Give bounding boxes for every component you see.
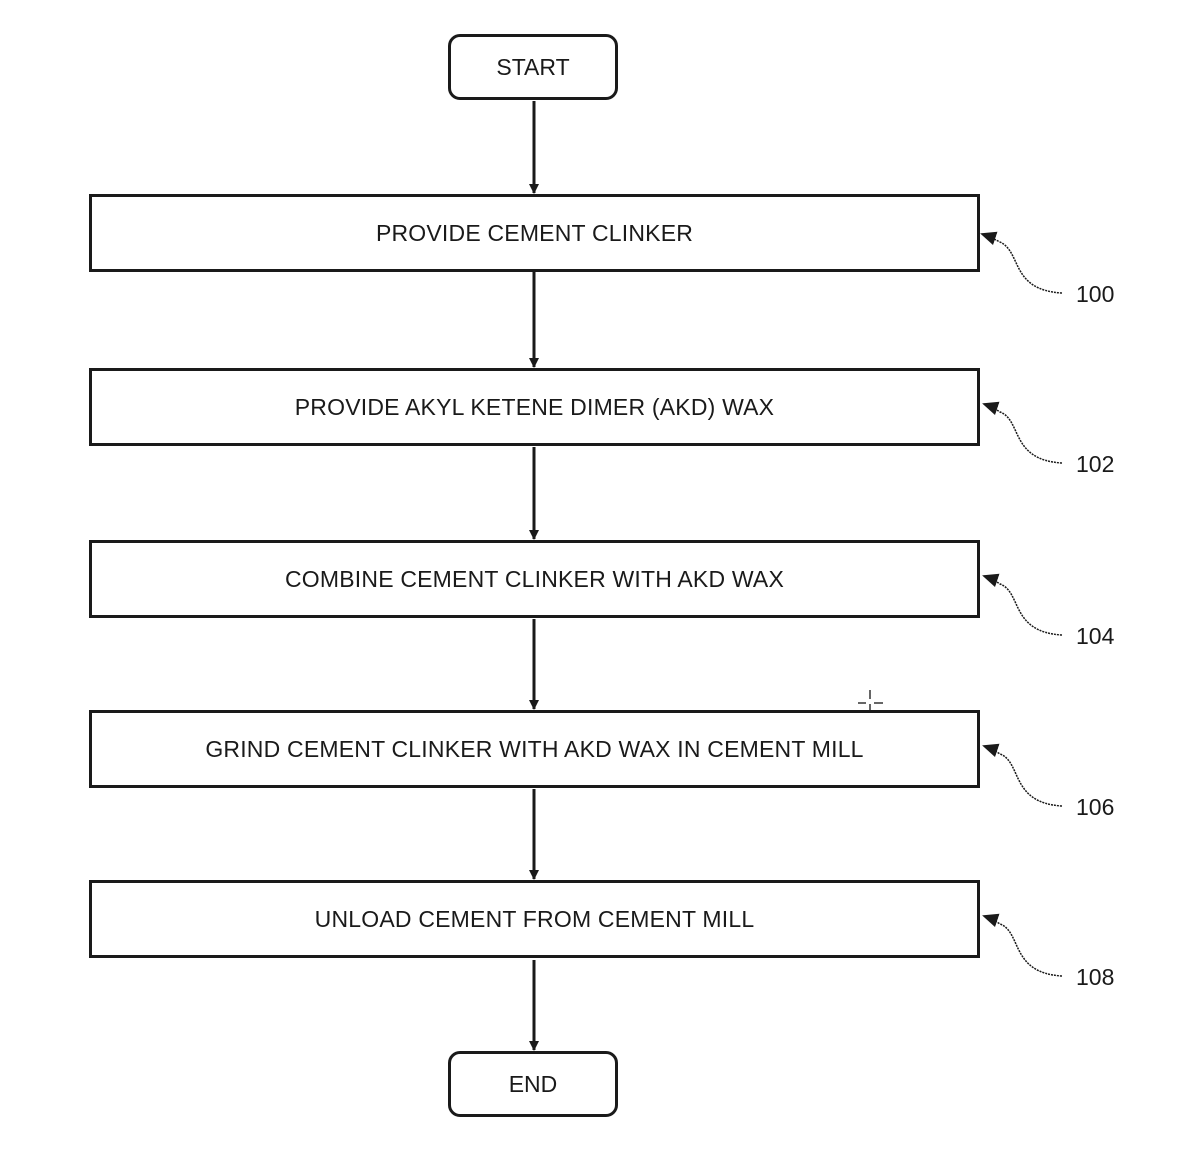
leader-102 bbox=[982, 401, 1063, 464]
step-label: COMBINE CEMENT CLINKER WITH AKD WAX bbox=[285, 565, 784, 592]
leader-100 bbox=[980, 231, 1063, 294]
start-label: START bbox=[496, 53, 570, 80]
leader-104 bbox=[982, 573, 1063, 636]
leader-106 bbox=[982, 743, 1063, 807]
step-box-106: GRIND CEMENT CLINKER WITH AKD WAX IN CEM… bbox=[89, 710, 980, 788]
reference-leaders bbox=[980, 231, 1063, 977]
step-box-102: PROVIDE AKYL KETENE DIMER (AKD) WAX bbox=[89, 368, 980, 446]
start-terminal: START bbox=[448, 34, 618, 100]
reference-number-106: 106 bbox=[1076, 794, 1115, 820]
reference-number-104: 104 bbox=[1076, 623, 1115, 649]
step-box-104: COMBINE CEMENT CLINKER WITH AKD WAX bbox=[89, 540, 980, 618]
step-label: GRIND CEMENT CLINKER WITH AKD WAX IN CEM… bbox=[205, 735, 864, 762]
end-terminal: END bbox=[448, 1051, 618, 1117]
step-label: UNLOAD CEMENT FROM CEMENT MILL bbox=[314, 905, 755, 932]
leader-108 bbox=[982, 913, 1063, 977]
step-box-108: UNLOAD CEMENT FROM CEMENT MILL bbox=[89, 880, 980, 958]
reference-number-100: 100 bbox=[1076, 281, 1115, 307]
step-box-100: PROVIDE CEMENT CLINKER bbox=[89, 194, 980, 272]
step-label: PROVIDE CEMENT CLINKER bbox=[375, 219, 694, 246]
step-label: PROVIDE AKYL KETENE DIMER (AKD) WAX bbox=[294, 393, 775, 420]
reference-number-102: 102 bbox=[1076, 451, 1115, 477]
reference-number-108: 108 bbox=[1076, 964, 1115, 990]
end-label: END bbox=[508, 1070, 558, 1097]
